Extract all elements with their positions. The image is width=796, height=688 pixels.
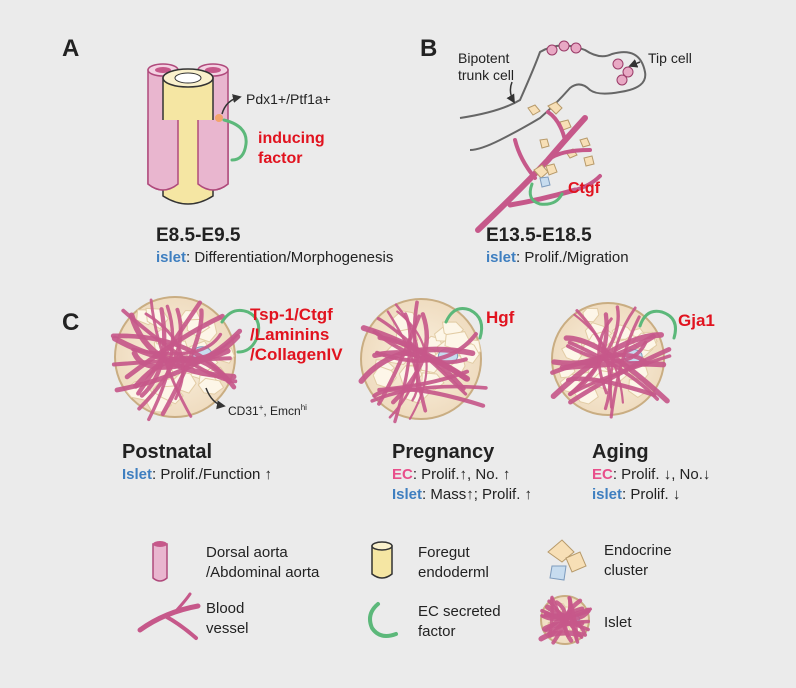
panel-a-pdx1-arrow <box>221 94 242 115</box>
postnatal-ec-factor-icon <box>220 308 261 354</box>
aging-title: Aging <box>592 441 649 463</box>
panel-b-bipotent-arrow <box>506 81 515 104</box>
panel-a-aorta-left-front <box>147 120 179 191</box>
panel-b: B <box>420 35 692 266</box>
panel-b-factor: Ctgf <box>568 180 601 197</box>
pregnancy-line2-key: Islet <box>392 486 422 503</box>
panel-b-ec-factor-icon <box>528 182 564 206</box>
panel-b-role: islet: Prolif./Migration <box>486 249 629 266</box>
postnatal-factor-line3: /CollagenIV <box>250 345 343 364</box>
postnatal-line1-text: : Prolif./Function ↑ <box>152 466 272 483</box>
postnatal-factor-line1: Tsp-1/Ctgf <box>250 305 333 324</box>
legend-endocrine-line2: cluster <box>604 562 648 579</box>
pregnancy-factor: Hgf <box>486 308 515 327</box>
pregnancy-ec-factor-icon <box>444 307 484 340</box>
panel-b-blood-vessel <box>475 110 602 233</box>
legend-aorta-line2: /Abdominal aorta <box>206 564 320 581</box>
panel-a-factor-line1: inducing <box>258 130 325 147</box>
islet-postnatal <box>110 296 243 422</box>
aging-line2-text: : Prolif. ↓ <box>622 486 680 503</box>
panel-a-role-key: islet <box>156 249 186 266</box>
aging-line2-key: islet <box>592 486 622 503</box>
postnatal-marker-sup1: + <box>259 403 264 412</box>
pregnancy-title: Pregnancy <box>392 441 495 463</box>
aging-line1: EC: Prolif. ↓, No.↓ <box>592 466 710 483</box>
legend-endocrine-icon <box>547 539 587 581</box>
postnatal-marker-label: CD31+, Emcnhi <box>228 403 307 418</box>
legend-foregut-line2: endoderml <box>418 564 489 581</box>
panel-b-letter: B <box>420 35 437 62</box>
legend-endocrine-line1: Endocrine <box>604 542 672 559</box>
legend-ec-factor-line1: EC secreted <box>418 603 501 620</box>
legend-islet-icon <box>538 595 592 645</box>
panel-c-letter: C <box>62 309 79 336</box>
panel-b-role-text: : Prolif./Migration <box>516 249 629 266</box>
legend-islet: Islet <box>604 614 632 631</box>
pregnancy-line1: EC: Prolif.↑, No. ↑ <box>392 466 510 483</box>
panel-a-marker-label: Pdx1+/Ptf1a+ <box>246 91 331 107</box>
postnatal-line1-key: Islet <box>122 466 152 483</box>
panel-a: A Pdx1+/Ptf1a+ inducing factor E <box>62 35 393 266</box>
aging-line1-key: EC <box>592 466 613 483</box>
panel-b-tip-cells <box>546 40 634 86</box>
panel-a-role: islet: Differentiation/Morphogenesis <box>156 249 393 266</box>
panel-a-stage: E8.5-E9.5 <box>156 225 241 246</box>
panel-a-ec-factor-icon <box>222 118 248 162</box>
legend-aorta-icon <box>152 541 168 582</box>
panel-b-stage: E13.5-E18.5 <box>486 225 592 246</box>
pregnancy-line1-text: : Prolif.↑, No. ↑ <box>413 466 511 483</box>
legend-ec-factor-line2: factor <box>418 623 456 640</box>
legend-vessel-icon <box>137 592 201 640</box>
panel-c-aging: Gja1 Aging EC: Prolif. ↓, No.↓ islet: Pr… <box>592 309 715 503</box>
postnatal-marker-arrow <box>205 387 226 410</box>
postnatal-marker-mid: , Emcn <box>263 404 300 418</box>
aging-ec-factor-icon <box>638 309 677 340</box>
panel-b-endocrine-cells <box>527 101 595 167</box>
pregnancy-line2-text: : Mass↑; Prolif. ↑ <box>422 486 532 503</box>
panel-b-bipotent-line2: trunk cell <box>458 67 514 83</box>
panel-c-postnatal: Tsp-1/Ctgf /Laminins /CollagenIV CD31+, … <box>122 305 343 483</box>
postnatal-marker-sup2: hi <box>301 403 307 412</box>
legend-foregut-line1: Foregut <box>418 544 471 561</box>
aging-factor: Gja1 <box>678 311 715 330</box>
panel-a-factor-line2: factor <box>258 150 302 167</box>
pregnancy-line2: Islet: Mass↑; Prolif. ↑ <box>392 486 532 503</box>
panel-a-aorta-right-front <box>197 120 229 191</box>
panel-a-letter: A <box>62 35 79 62</box>
legend-vessel-line2: vessel <box>206 620 249 637</box>
legend-vessel-line1: Blood <box>206 600 244 617</box>
legend-foregut-icon <box>371 541 393 579</box>
panel-b-bipotent-line1: Bipotent <box>458 50 509 66</box>
aging-line1-text: : Prolif. ↓, No.↓ <box>613 466 711 483</box>
pregnancy-line1-key: EC <box>392 466 413 483</box>
legend: Dorsal aorta /Abdominal aorta Foregut en… <box>137 539 672 645</box>
islet-aging <box>550 302 672 419</box>
postnatal-line1: Islet: Prolif./Function ↑ <box>122 466 272 483</box>
panel-b-endocrine-cluster <box>533 163 558 188</box>
panel-b-epithelium <box>459 44 647 151</box>
panel-b-tip-label: Tip cell <box>648 50 692 66</box>
postnatal-factor-line2: /Laminins <box>250 325 329 344</box>
postnatal-title: Postnatal <box>122 441 212 463</box>
islet-pregnancy <box>358 298 488 424</box>
legend-ec-factor-icon <box>368 602 398 638</box>
postnatal-marker-prefix: CD31 <box>228 404 259 418</box>
panel-b-role-key: islet <box>486 249 516 266</box>
legend-aorta-line1: Dorsal aorta <box>206 544 288 561</box>
panel-a-role-text: : Differentiation/Morphogenesis <box>186 249 393 266</box>
aging-line2: islet: Prolif. ↓ <box>592 486 680 503</box>
panel-a-pdx1-cell <box>215 114 223 122</box>
panel-c-pregnancy: Hgf Pregnancy EC: Prolif.↑, No. ↑ Islet:… <box>392 307 532 503</box>
panel-b-tip-arrow <box>628 59 641 68</box>
